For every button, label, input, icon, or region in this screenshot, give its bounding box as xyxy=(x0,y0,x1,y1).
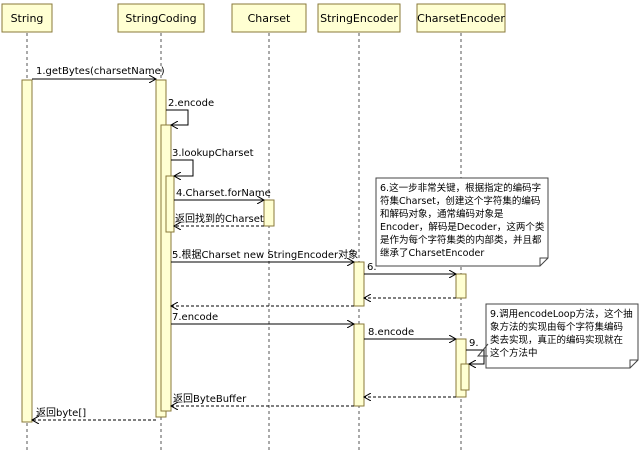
msg6-label: 6. xyxy=(367,262,377,273)
note9-line: 这个方法中 xyxy=(490,347,538,359)
participant-label: Charset xyxy=(248,12,291,25)
msg-return-charset-label: 返回找到的Charset xyxy=(175,212,264,225)
msg-return-bytes-label: 返回byte[] xyxy=(36,407,86,419)
activation-stringcoding-encode xyxy=(160,124,172,412)
msg8-label: 8.encode xyxy=(368,327,414,338)
activation-charsetencoder-loop xyxy=(460,363,470,391)
msg4-label: 4.Charset.forName xyxy=(176,188,271,199)
activation-charset xyxy=(263,199,275,227)
note-step6: 6.这一步非常关键，根据指定的编码字 符集Charset，创建这个字符集的编码 … xyxy=(375,177,549,267)
note6-line: 继承了CharsetEncoder xyxy=(380,247,484,259)
participant-stringcoding: StringCoding xyxy=(117,3,205,33)
msg2-arrow xyxy=(166,109,189,125)
msg3-label: 3.lookupCharset xyxy=(172,148,254,159)
note6-line: Encoder，解码是Decoder，这两个类 xyxy=(380,221,545,233)
activation-string xyxy=(21,79,33,423)
msg1-label: 1.getBytes(charsetName) xyxy=(36,66,165,77)
participant-label: StringEncoder xyxy=(320,12,398,25)
note6-line: 6.这一步非常关键，根据指定的编码字 xyxy=(380,182,541,194)
participant-label: StringCoding xyxy=(125,12,196,25)
msg-return-bytebuffer-label: 返回ByteBuffer xyxy=(173,393,247,405)
msg3-arrow xyxy=(171,159,194,176)
note9-line: 象方法的实现由每个字符集编码 xyxy=(490,321,623,333)
participant-charset: Charset xyxy=(231,3,307,33)
note6-line: 符集Charset，创建这个字符集的编码 xyxy=(380,195,540,207)
note6-line: 和解码对象，通常编码对象是 xyxy=(380,208,504,220)
note9-line: 类去实现，真正的编码实现就在 xyxy=(490,334,623,346)
msg5-label: 5.根据Charset new StringEncoder对象 xyxy=(172,248,358,261)
msg9-arrow xyxy=(466,349,485,364)
note6-line: 是作为每个字符集类的内部类，并且都 xyxy=(380,234,542,246)
participant-label: CharsetEncoder xyxy=(417,12,505,25)
activation-stringcoding-lookup xyxy=(165,175,175,233)
activation-charsetencoder-create xyxy=(455,273,467,299)
participant-stringencoder: StringEncoder xyxy=(317,3,401,33)
note9-connector xyxy=(476,343,489,357)
note-step9: 9.调用encodeLoop方法，这个抽 象方法的实现由每个字符集编码 类去实现… xyxy=(476,303,639,369)
msg7-label: 7.encode xyxy=(172,312,218,323)
activation-stringencoder-encode xyxy=(353,323,365,407)
msg2-label: 2.encode xyxy=(168,98,214,109)
msg9-label: 9. xyxy=(469,338,479,349)
participant-string: String xyxy=(1,3,53,33)
participant-charsetencoder: CharsetEncoder xyxy=(416,3,506,33)
participant-label: String xyxy=(11,12,44,25)
activation-stringencoder-create xyxy=(353,261,365,307)
note9-line: 9.调用encodeLoop方法，这个抽 xyxy=(490,308,633,320)
